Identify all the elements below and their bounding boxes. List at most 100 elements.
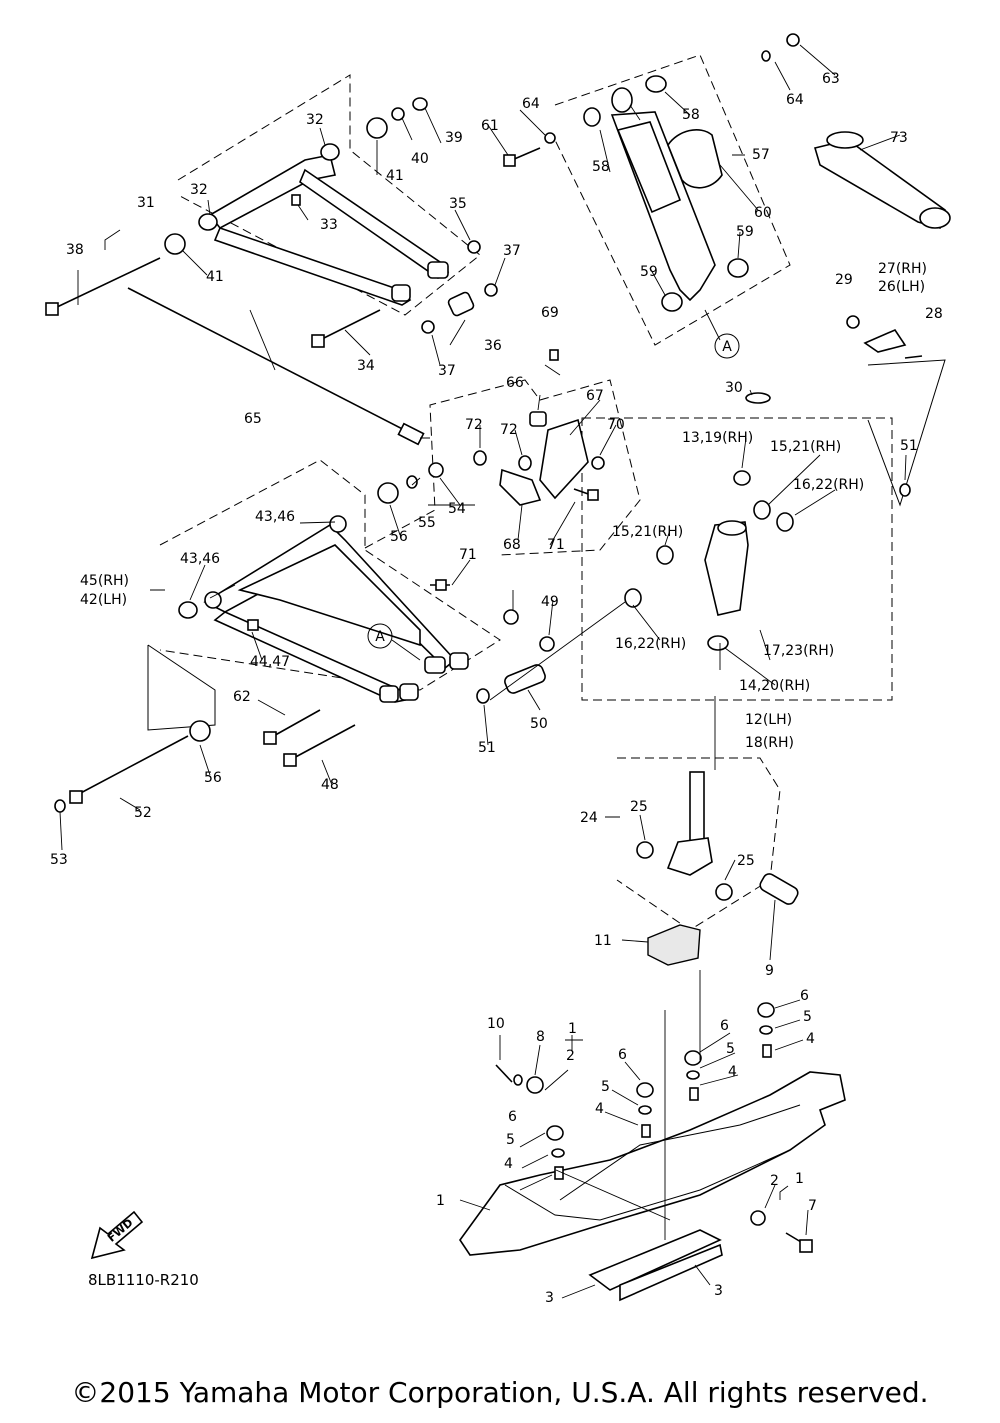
spindle <box>636 771 799 966</box>
part-label: 72 <box>465 417 483 433</box>
part-label: 58 <box>592 159 610 175</box>
part-label: 32 <box>306 112 324 128</box>
part-label: 28 <box>925 306 943 322</box>
part-label: 5 <box>506 1132 515 1148</box>
part-label: 50 <box>530 716 548 732</box>
part-label: 53 <box>50 852 68 868</box>
part-label: 31 <box>137 195 155 211</box>
part-label: 66 <box>506 375 524 391</box>
part-label: 1 <box>795 1171 804 1187</box>
part-label: 29 <box>835 272 853 288</box>
part-label: 68 <box>503 537 521 553</box>
part-label: 34 <box>357 358 375 374</box>
leader-lines <box>59 44 907 1299</box>
part-label: 5 <box>726 1041 735 1057</box>
part-label: 35 <box>449 196 467 212</box>
part-label: 49 <box>541 594 559 610</box>
part-label: 57 <box>752 147 770 163</box>
part-label: 10 <box>487 1016 505 1032</box>
part-label: 4 <box>504 1156 513 1172</box>
part-label: 61 <box>481 118 499 134</box>
part-label: 56 <box>204 770 222 786</box>
part-label: 30 <box>725 380 743 396</box>
part-label: 44,47 <box>250 654 290 670</box>
part-label: 1 <box>568 1021 577 1037</box>
part-label: 18(RH) <box>745 735 794 751</box>
part-label: 55 <box>418 515 436 531</box>
part-label: 3 <box>545 1290 554 1306</box>
part-label: 65 <box>244 411 262 427</box>
part-label: 51 <box>900 438 918 454</box>
part-label: 67 <box>586 388 604 404</box>
part-label: 33 <box>320 217 338 233</box>
upper-a-arm <box>164 97 498 334</box>
part-label: 25 <box>737 853 755 869</box>
part-label: 41 <box>386 168 404 184</box>
part-label: 45(RH) <box>80 573 129 589</box>
part-label: 4 <box>728 1064 737 1080</box>
part-label: 2 <box>566 1048 575 1064</box>
part-label: 59 <box>640 264 658 280</box>
part-label: 4 <box>595 1101 604 1117</box>
part-label: 6 <box>800 988 809 1004</box>
part-label: 62 <box>233 689 251 705</box>
ski <box>459 1002 846 1302</box>
part-label: 39 <box>445 130 463 146</box>
part-label: 51 <box>478 740 496 756</box>
lower-a-arm <box>178 462 555 742</box>
part-label: 72 <box>500 422 518 438</box>
part-label: 16,22(RH) <box>615 636 686 652</box>
part-label: 7 <box>808 1198 817 1214</box>
part-label: 3 <box>714 1283 723 1299</box>
part-label: 60 <box>754 205 772 221</box>
bolts <box>45 147 923 1253</box>
part-label: 64 <box>522 96 540 112</box>
part-label: 71 <box>547 537 565 553</box>
part-label: 1 <box>436 1193 445 1209</box>
part-label: 12(LH) <box>745 712 792 728</box>
part-label: 9 <box>765 963 774 979</box>
part-label: 43,46 <box>180 551 220 567</box>
part-label: 14,20(RH) <box>739 678 810 694</box>
part-label: 48 <box>321 777 339 793</box>
part-label: 15,21(RH) <box>612 524 683 540</box>
part-label: 42(LH) <box>80 592 127 608</box>
part-label: 59 <box>736 224 754 240</box>
part-label: 69 <box>541 305 559 321</box>
group-outlines <box>147 54 946 931</box>
part-label: 5 <box>601 1079 610 1095</box>
steering-arm-73 <box>813 131 951 229</box>
part-label: 17,23(RH) <box>763 643 834 659</box>
part-label: 40 <box>411 151 429 167</box>
part-label: 11 <box>594 933 612 949</box>
part-label: 43,46 <box>255 509 295 525</box>
part-label: 15,21(RH) <box>770 439 841 455</box>
part-label: 38 <box>66 242 84 258</box>
part-label: 56 <box>390 529 408 545</box>
part-label: 26(LH) <box>878 279 925 295</box>
part-label: 6 <box>508 1109 517 1125</box>
part-label: 64 <box>786 92 804 108</box>
callout-letter: A <box>722 339 732 355</box>
part-label: 41 <box>206 269 224 285</box>
spindle-housing <box>624 315 911 651</box>
part-label: 25 <box>630 799 648 815</box>
part-label: 58 <box>682 107 700 123</box>
part-label: 2 <box>770 1173 779 1189</box>
part-label: 5 <box>803 1009 812 1025</box>
callout-letter: A <box>375 629 385 645</box>
part-labels: 1 1 1 2 2 3 3 4 4 4 4 5 5 5 5 6 6 6 6 7 … <box>50 71 943 1306</box>
part-label: 6 <box>720 1018 729 1034</box>
stabilizer-link <box>473 411 605 506</box>
part-label: 37 <box>503 243 521 259</box>
callout-circle-lower: A <box>367 623 421 661</box>
part-label: 24 <box>580 810 598 826</box>
part-label: 27(RH) <box>878 261 927 277</box>
shock-absorber <box>544 33 800 312</box>
part-label: 4 <box>806 1031 815 1047</box>
part-label: 37 <box>438 363 456 379</box>
part-label: 13,19(RH) <box>682 430 753 446</box>
part-label: 71 <box>459 547 477 563</box>
part-label: 52 <box>134 805 152 821</box>
